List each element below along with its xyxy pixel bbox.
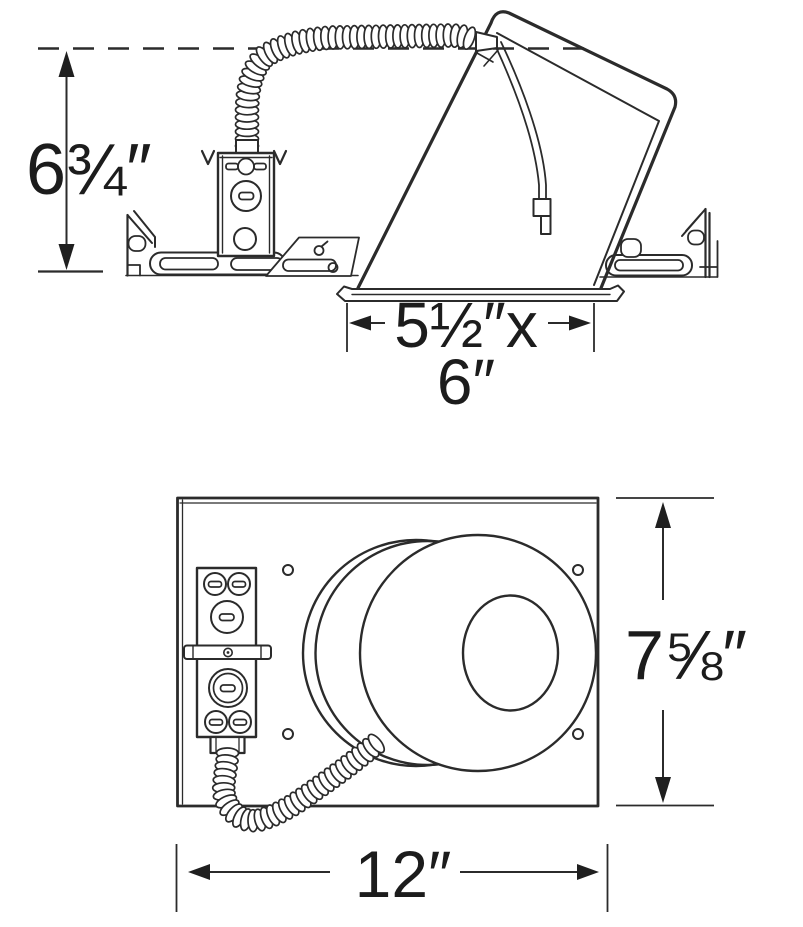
plate-keyhole-stem — [320, 240, 329, 248]
knockout-bottom — [233, 227, 257, 251]
mounting-frame-right — [599, 207, 719, 279]
screw-hole — [282, 728, 294, 740]
plan-view: 7⅝″ 12″ — [175, 496, 747, 912]
conduit-connector-ticks — [476, 49, 499, 67]
knockout — [204, 710, 228, 734]
arrow-left-icon — [188, 864, 210, 880]
dim-plan-height-ext-lines — [616, 497, 714, 807]
housing-body — [356, 10, 678, 290]
knockout-slot — [219, 684, 236, 693]
trim-flange — [336, 284, 625, 302]
aperture-dimension: 5½″x 6″ — [346, 289, 595, 418]
height-dimension-side: 6¾″ — [26, 51, 152, 273]
lamp-wire — [494, 41, 547, 201]
junction-box-inner-lines — [219, 155, 273, 254]
knockout-slot — [232, 718, 248, 726]
knockout — [228, 710, 252, 734]
knockout-large-lower — [208, 668, 248, 708]
box-flange-mark-left — [200, 149, 216, 166]
knockout-slot — [208, 718, 224, 726]
arrow-up-icon — [58, 51, 75, 77]
hanger-slot-right — [614, 259, 684, 272]
mounting-frame-left — [125, 210, 360, 277]
mounting-plate-inner-edges — [179, 499, 597, 805]
knockout-slot — [218, 613, 235, 622]
hanger-slot-plate — [282, 258, 337, 272]
arrow-left-icon — [349, 315, 371, 331]
wire-connector-tail — [540, 215, 552, 235]
knockout-slot-right — [253, 162, 267, 171]
box-flange-mark-right — [272, 149, 288, 166]
mounting-strap-ticks — [192, 644, 262, 660]
knockout — [227, 572, 251, 596]
plate-keyhole — [313, 245, 325, 256]
dim-label-height-plan: 7⅝″ — [625, 616, 747, 694]
knockout-mid — [230, 180, 262, 212]
frame-tab-right — [620, 238, 642, 258]
strap-screw — [223, 647, 234, 658]
strap-screw-dot — [226, 651, 230, 654]
junction-box-stub-top — [235, 139, 259, 154]
arrow-down-icon — [58, 244, 75, 270]
height-dimension-plan: 7⅝″ — [616, 497, 747, 807]
dim-label-aperture-2: 6″ — [437, 346, 495, 418]
bracket-hook-right — [687, 229, 705, 246]
conduit-connector-housing — [475, 31, 498, 52]
arrow-right-icon — [569, 315, 591, 331]
knockout-large-upper — [210, 600, 244, 634]
junction-box-plan — [183, 566, 272, 755]
trim-flange-shape — [336, 284, 625, 302]
flex-conduit-side — [234, 23, 477, 152]
screw-hole — [572, 728, 584, 740]
plate-hole — [327, 262, 339, 273]
conduit-stub-lines — [215, 736, 240, 754]
flex-conduit-plan — [211, 733, 386, 833]
bracket-hook-left — [127, 235, 147, 252]
width-dimension-plan: 12″ — [175, 837, 609, 912]
dim-label-height-side: 6¾″ — [26, 130, 152, 210]
dim-label-aperture-1: 5½″x — [394, 289, 538, 361]
housing-inner-band — [496, 32, 660, 286]
hanger-slot-left-1 — [159, 257, 219, 271]
dim-aperture-ext-lines — [346, 303, 595, 352]
conduit-ring — [367, 733, 386, 754]
wire-connector — [532, 198, 552, 217]
screw-hole — [572, 564, 584, 576]
bracket-foot-right — [699, 240, 719, 278]
nail-bracket-left-flag — [126, 210, 156, 248]
knockout — [203, 572, 227, 596]
knockout-slot — [207, 580, 223, 588]
bracket-foot-left — [126, 264, 141, 277]
junction-box-side — [200, 139, 288, 258]
arrow-up-icon — [655, 502, 671, 528]
knockout-mid-slot — [238, 191, 255, 201]
arrow-right-icon — [577, 864, 599, 880]
housing-outline — [356, 10, 678, 290]
knockout-large-lower-inner — [212, 672, 244, 704]
side-view: 6¾″ 5½″x 6″ — [26, 10, 719, 418]
arrow-down-icon — [655, 777, 671, 803]
aperture-circle — [461, 594, 560, 712]
knockout-slot-left — [225, 162, 239, 171]
screw-hole — [282, 564, 294, 576]
knockout-slot — [231, 580, 247, 588]
dim-plan-width-ext-lines — [175, 844, 609, 912]
dim-label-width-plan: 12″ — [355, 837, 452, 911]
nail-bracket-right-flag — [681, 208, 707, 237]
conduit-ring — [462, 26, 477, 51]
